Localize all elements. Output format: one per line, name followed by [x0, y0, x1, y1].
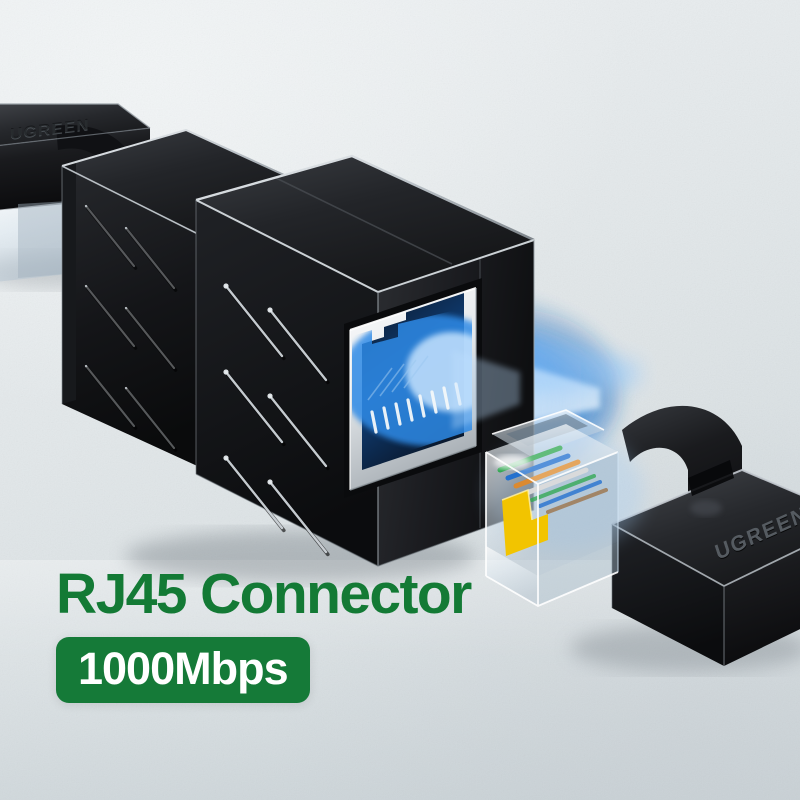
status-badge: 1000Mbps	[56, 637, 310, 703]
coupler-rear-cap	[62, 162, 76, 404]
page-title: RJ45 Connector	[56, 562, 472, 626]
marketing-text-block: RJ45 Connector 1000Mbps	[56, 562, 472, 703]
